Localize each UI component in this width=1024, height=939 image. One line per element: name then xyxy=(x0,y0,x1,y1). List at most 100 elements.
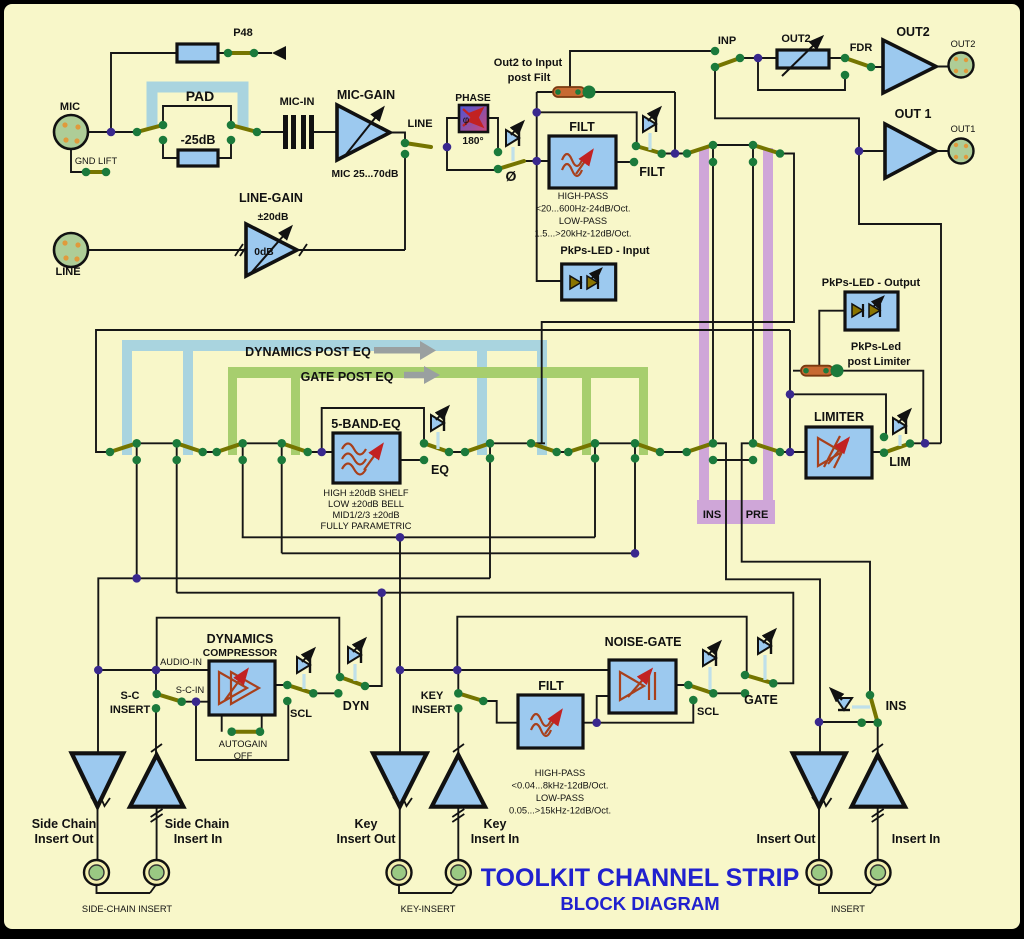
insert-switch xyxy=(868,693,880,725)
lim-switch-label: LIM xyxy=(889,455,911,469)
sc-in-label: S-C-IN xyxy=(176,685,204,695)
dyn-switch-label: DYN xyxy=(343,699,369,713)
sc-insert-switch xyxy=(154,692,184,704)
gate-filt-sub-3: LOW-PASS xyxy=(536,793,584,803)
filt-sub-3: LOW-PASS xyxy=(559,216,607,226)
gate-filt-sub-1: HIGH-PASS xyxy=(535,768,585,778)
key-label-2: INSERT xyxy=(412,704,453,716)
out2-connector xyxy=(947,51,975,79)
dynamics-arrow-head xyxy=(420,341,436,360)
gate-scl-label: SCL xyxy=(697,706,719,718)
mic-label: MIC xyxy=(60,101,80,113)
sc-label-2: INSERT xyxy=(110,704,151,716)
insert-label: INSERT xyxy=(831,904,865,914)
eq-line-switch-7 xyxy=(566,441,597,454)
out2-to-input-label-1: Out2 to Input xyxy=(494,57,563,69)
p48-arrow-icon xyxy=(272,46,286,60)
autogain-label-2: OFF xyxy=(234,751,253,761)
pre-column-label: PRE xyxy=(746,509,769,521)
dynamics-label-1: DYNAMICS xyxy=(207,632,274,646)
band-arrows xyxy=(374,341,440,384)
phase-block: φ xyxy=(457,103,490,134)
sidechain-out-jack xyxy=(82,858,111,887)
eq-sub-4: FULLY PARAMETRIC xyxy=(321,521,412,531)
fdr-switch xyxy=(843,56,873,69)
insert-in-amp xyxy=(848,750,909,809)
noise-gate-label: NOISE-GATE xyxy=(605,635,682,649)
out2-connector-label: OUT2 xyxy=(951,39,976,49)
pad-switch-left xyxy=(135,123,165,134)
dynamics-post-eq-label: DYNAMICS POST EQ xyxy=(245,345,371,359)
fader-arrow-icon xyxy=(781,34,825,77)
insert-in-label: Insert In xyxy=(892,832,941,846)
gate-filter-block xyxy=(516,693,585,750)
eq-line-switch-8 xyxy=(633,441,662,454)
wire-junction-dots xyxy=(94,53,930,727)
wires-eq-section xyxy=(95,329,884,754)
eq-line-switch-6 xyxy=(529,441,559,454)
dyn-switch-a xyxy=(285,683,316,696)
pad-resistor xyxy=(176,148,220,168)
gate-switch-a xyxy=(686,683,716,696)
insert-out-amp xyxy=(789,751,850,812)
out2-to-input-jumper[interactable] xyxy=(552,85,596,99)
key-insert-out-amp xyxy=(369,751,431,812)
insert-in-jack xyxy=(864,858,892,887)
sidechain-insert-label: SIDE-CHAIN INSERT xyxy=(82,904,173,914)
pre-point-switch-top-right xyxy=(751,143,782,156)
out2-amp-label: OUT2 xyxy=(896,25,929,39)
pkps-post-limiter-jumper[interactable] xyxy=(800,364,844,378)
five-band-eq-block xyxy=(331,431,402,485)
gate-filt-sub-2: <0.04...8kHz-12dB/Oct. xyxy=(512,781,609,791)
sc-label-1: S-C xyxy=(121,690,140,702)
gate-arrow-head xyxy=(424,366,440,384)
eq-line-switch-4 xyxy=(279,441,310,454)
eq-block-label: 5-BAND-EQ xyxy=(331,417,401,431)
pad-label: PAD xyxy=(186,88,215,104)
filt-sub-1: HIGH-PASS xyxy=(558,191,608,201)
line-switch-label: LINE xyxy=(407,118,432,130)
jacks xyxy=(82,858,892,887)
out1-amp-label: OUT 1 xyxy=(895,107,932,121)
ins-point-switch-top-left xyxy=(685,143,715,156)
key-insert-label: KEY-INSERT xyxy=(401,904,456,914)
mic-line-switch xyxy=(403,141,433,149)
out2-fader[interactable] xyxy=(775,34,831,77)
phase-phi-label: φ xyxy=(463,115,470,126)
sidechain-insert-out-amp xyxy=(68,751,127,812)
filt-sub-2: <20...600Hz-24dB/Oct. xyxy=(536,204,631,214)
inp-switch xyxy=(713,56,742,69)
line-gain-zero-label: 0dB xyxy=(254,247,273,258)
key-in-label-2: Insert In xyxy=(471,832,520,846)
out1-connector xyxy=(947,137,975,165)
gate-arrow-shaft xyxy=(404,371,424,379)
ins-column-label: INS xyxy=(703,509,721,521)
ins-pre-bars xyxy=(697,148,775,524)
line-connector xyxy=(52,231,90,269)
ins-point-switch-bottom-left xyxy=(684,441,715,454)
eq-sub-1: HIGH ±20dB SHELF xyxy=(323,488,409,498)
limiter-label: LIMITER xyxy=(814,410,864,424)
gate-switch-b xyxy=(743,673,776,686)
sc-out-label-1: Side Chain xyxy=(32,817,97,831)
out2-to-input-label-2: post Filt xyxy=(508,72,551,84)
gate-post-eq-band xyxy=(228,367,648,455)
line-gain-range-label: ±20dB xyxy=(258,212,289,223)
p48-resistor xyxy=(175,42,220,64)
eq-sub-3: MID1/2/3 ±20dB xyxy=(332,510,399,520)
sidechain-insert-in-amp xyxy=(126,750,187,809)
key-in-jack xyxy=(444,858,472,887)
key-out-label-1: Key xyxy=(355,817,378,831)
sc-in-label-2: Insert In xyxy=(174,832,223,846)
key-out-label-2: Insert Out xyxy=(336,832,396,846)
pad-switch-right xyxy=(229,123,259,134)
pkps-led-input-block xyxy=(560,262,618,302)
audio-in-label: AUDIO-IN xyxy=(160,657,202,667)
out2-amp xyxy=(881,37,941,96)
jumper-terminal xyxy=(582,85,596,99)
out1-amp xyxy=(883,121,940,181)
phase-switch-label: Ø xyxy=(506,168,517,184)
out1-connector-label: OUT1 xyxy=(951,124,976,134)
mic-gain-amp xyxy=(335,102,394,163)
dyn-scl-label: SCL xyxy=(290,708,312,720)
